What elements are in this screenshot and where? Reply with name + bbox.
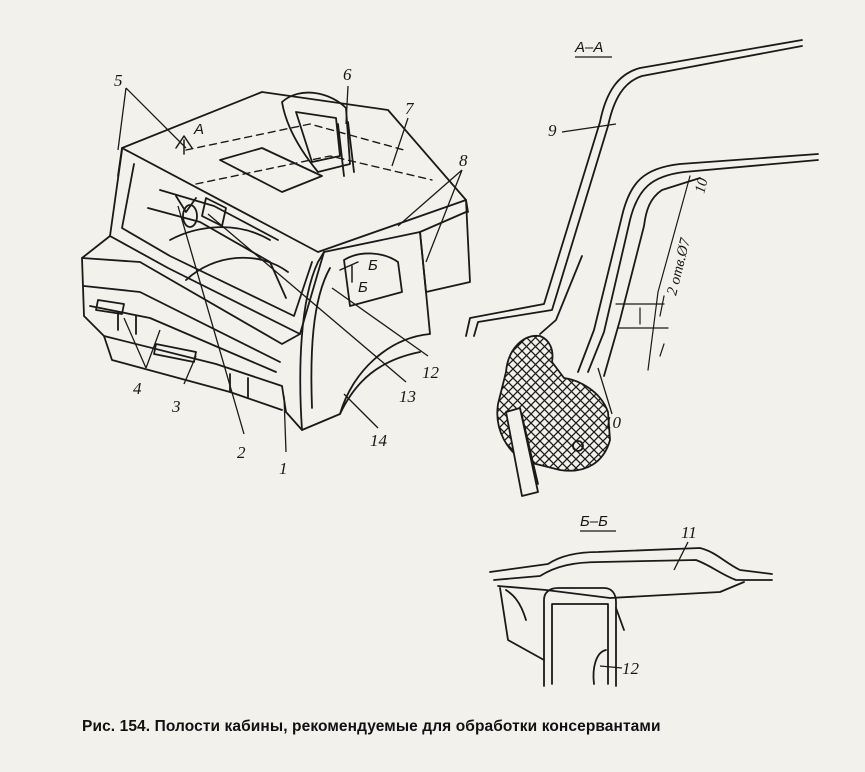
view-marker-b-bottom: Б — [358, 279, 368, 296]
part-number-11: 11 — [681, 523, 697, 542]
part-number-9: 9 — [548, 121, 557, 140]
cabin-door-side — [299, 251, 431, 431]
roof-hatch — [219, 147, 323, 193]
part-number-5: 5 — [114, 71, 123, 90]
section-a-a-labels: А–А 9 10 2 отв.Ø7 10 — [548, 39, 712, 432]
hole-dimension-value: 10 — [692, 176, 711, 195]
view-marker-a: А — [193, 121, 204, 138]
leader-lines — [117, 85, 463, 453]
part-number-4: 4 — [133, 379, 142, 398]
part-number-1: 1 — [279, 459, 288, 478]
part-number-12: 12 — [422, 363, 440, 382]
part-number-2: 2 — [237, 443, 246, 462]
cabin-isometric-view — [81, 91, 471, 431]
section-b-b-labels: Б–Б 11 12 — [580, 513, 697, 678]
part-number-12-section: 12 — [622, 659, 640, 678]
cabin-roof — [121, 91, 467, 253]
section-a-a-title: А–А — [574, 39, 603, 56]
figure-caption: Рис. 154. Полости кабины, рекомендуемые … — [82, 718, 661, 735]
windshield-glass — [505, 407, 539, 497]
part-number-10-section: 10 — [604, 413, 622, 432]
windshield-frame — [109, 149, 325, 335]
part-number-3: 3 — [171, 397, 181, 416]
isometric-part-numbers: 5 6 7 8 4 3 2 1 12 13 14 А Б Б — [114, 65, 468, 478]
part-number-8: 8 — [459, 151, 468, 170]
cabin-front-face — [81, 235, 303, 431]
view-marker-b-top: Б — [368, 257, 378, 274]
section-b-b-title: Б–Б — [580, 513, 608, 530]
section-a-a — [465, 39, 819, 497]
part-number-13: 13 — [399, 387, 416, 406]
pillar-box — [543, 587, 617, 687]
part-number-7: 7 — [405, 99, 415, 118]
section-b-b — [489, 547, 773, 687]
part-number-6: 6 — [343, 65, 352, 84]
hole-dimension-text: 2 отв.Ø7 — [664, 235, 694, 297]
part-number-14: 14 — [370, 431, 388, 450]
